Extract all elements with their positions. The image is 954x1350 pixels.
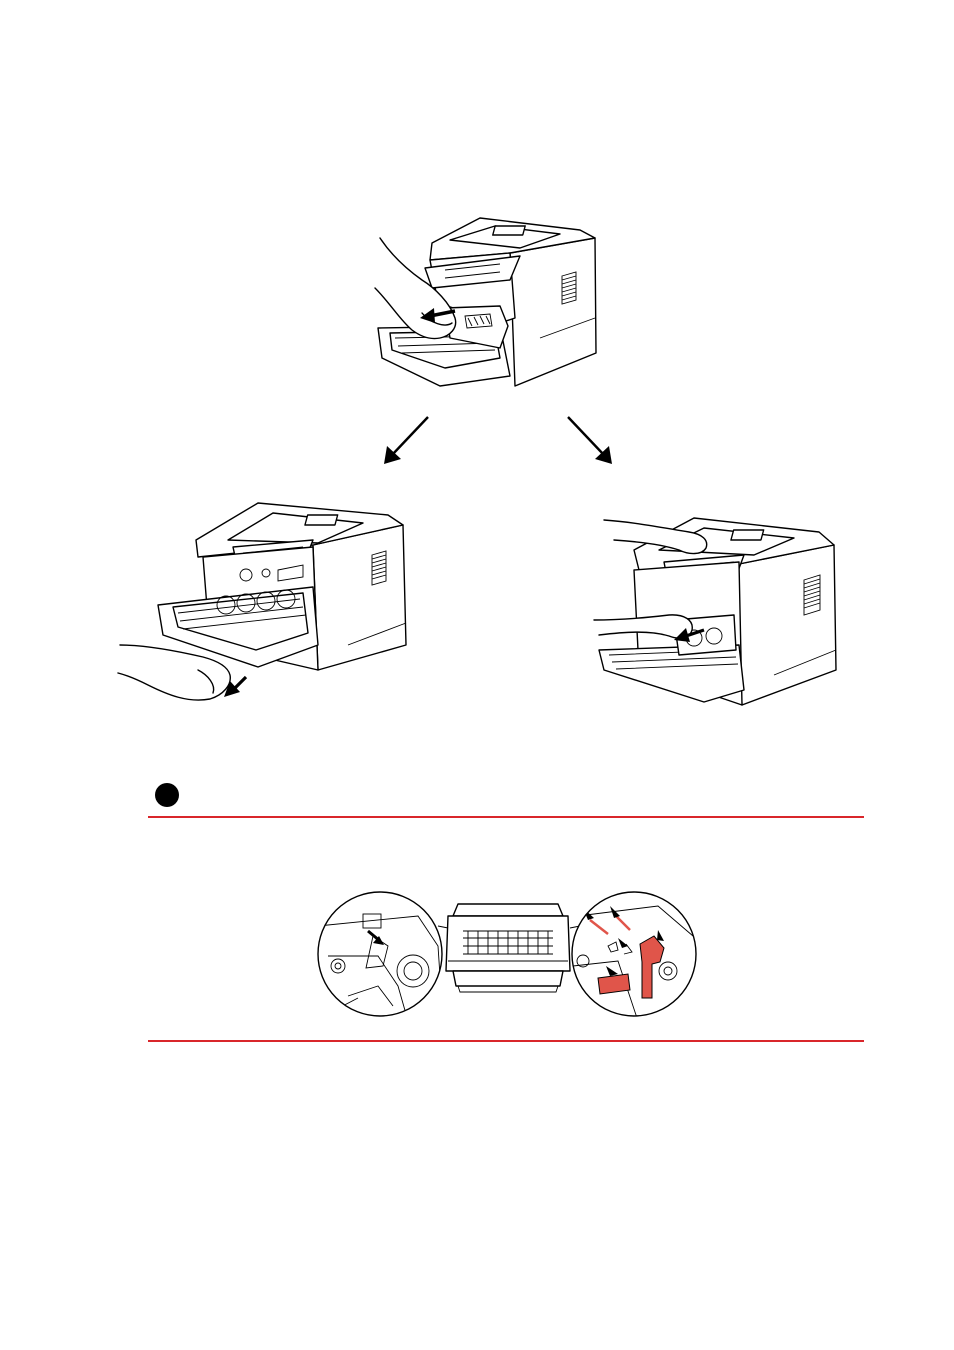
note-bottom-rule [148, 1040, 864, 1042]
diverging-arrows [380, 415, 620, 470]
printer-remove-drum-unit-icon [350, 208, 610, 398]
note-top-rule [148, 816, 864, 818]
note-bullet-icon [155, 783, 179, 807]
printer-illustration-right [594, 510, 844, 710]
arrow-down-right-icon [568, 417, 612, 464]
printer-illustration-left [118, 495, 410, 710]
printer-pull-out-drum-icon [594, 510, 844, 710]
printer-internal-detail-callouts-icon [318, 886, 698, 1021]
printer-front-view [438, 904, 580, 992]
magnified-left-circle [318, 892, 443, 1021]
printer-detail-illustration [318, 886, 698, 1021]
magnified-right-circle [572, 892, 696, 1021]
printer-illustration-top [350, 208, 610, 398]
arrow-down-left-icon [384, 417, 428, 464]
printer-open-front-cover-icon [118, 495, 410, 710]
